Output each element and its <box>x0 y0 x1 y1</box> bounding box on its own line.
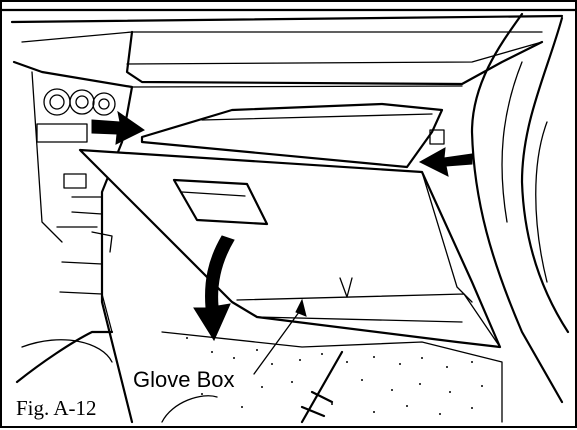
console-button <box>63 173 87 189</box>
lid-open-arrow <box>193 235 235 342</box>
console-lower-edge <box>15 330 114 384</box>
lid-inner-edge <box>421 171 473 303</box>
door-pillar <box>470 12 564 404</box>
glove-box-handle <box>172 178 269 226</box>
right-stop-arrow <box>418 147 473 177</box>
door-pillar-inner <box>520 16 570 334</box>
callout-leader <box>253 307 303 375</box>
dash-top-lines <box>21 31 543 88</box>
center-console <box>12 60 134 424</box>
windshield-edge <box>2 8 577 24</box>
figure-caption: Fig. A-12 <box>16 396 97 420</box>
glove-box-callout: Glove Box <box>132 367 236 392</box>
door-panel-curves <box>501 61 548 283</box>
console-trim <box>31 71 113 333</box>
bin-stop-right <box>429 129 445 145</box>
left-stop-arrow <box>91 110 145 145</box>
lid-hinge-clip <box>339 277 353 298</box>
bin-inner-line <box>201 113 433 121</box>
floor-seam <box>300 350 344 424</box>
dash-upper-panel <box>125 30 544 86</box>
air-vents <box>36 88 116 143</box>
handle-inner <box>181 191 246 197</box>
callout-leader-head <box>295 298 307 317</box>
floor-curve-left <box>21 339 218 423</box>
lid-bottom-rim <box>236 293 501 348</box>
console-slots <box>71 196 113 253</box>
